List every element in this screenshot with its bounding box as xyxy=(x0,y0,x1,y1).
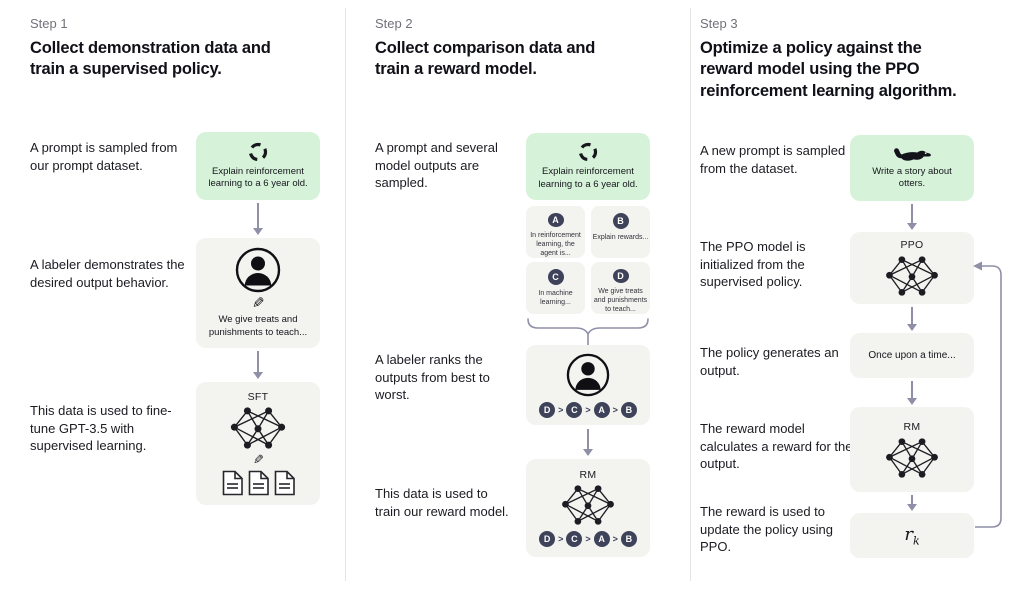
output-box-a: A In reinforcement learning, the agent i… xyxy=(526,206,585,258)
output-text: We give treats and punishments to teach.… xyxy=(593,287,648,313)
labeler-icon xyxy=(235,247,281,293)
ppo-label: PPO xyxy=(900,239,924,251)
step2-label: Step 2 xyxy=(375,16,413,31)
rank-chip: A xyxy=(593,401,610,418)
step3-caption-update: The reward is used to update the policy … xyxy=(700,504,833,555)
step1-prompt-text: Explain reinforcement learning to a 6 ye… xyxy=(208,165,308,189)
step2-caption-ranks: A labeler ranks the outputs from best to… xyxy=(375,352,490,403)
network-icon xyxy=(561,484,615,526)
step3-reward-box: rk xyxy=(850,513,974,558)
sft-label: SFT xyxy=(247,391,269,403)
arrow-down-icon xyxy=(905,204,919,230)
step3-output-text: Once upon a time... xyxy=(868,350,956,361)
document-icon xyxy=(222,470,243,496)
step3-ppo-box: PPO xyxy=(850,232,974,304)
rank-separator: > xyxy=(585,404,591,415)
rank-chip: B xyxy=(620,401,637,418)
network-icon xyxy=(885,255,939,297)
step1-labeler-text: We give treats and punishments to teach.… xyxy=(208,314,308,338)
step2-labeler-box: D > C > A > B xyxy=(526,345,650,425)
arrow-down-icon xyxy=(581,429,595,456)
output-box-c: C In machine learning... xyxy=(526,262,585,314)
rank-chip: B xyxy=(620,531,637,547)
output-text: In machine learning... xyxy=(538,290,573,307)
step2-prompt-text: Explain reinforcement learning to a 6 ye… xyxy=(538,166,638,190)
rank-chip: C xyxy=(566,531,583,547)
arrow-down-icon xyxy=(905,381,919,405)
rank-chip: C xyxy=(566,401,583,418)
output-text: Explain rewards... xyxy=(592,234,649,241)
cycle-icon xyxy=(578,142,598,163)
output-box-b: B Explain rewards... xyxy=(591,206,650,258)
arrow-down-icon xyxy=(905,307,919,331)
step2-title: Collect comparison data and train a rewa… xyxy=(375,39,596,79)
rank-chip: D xyxy=(539,401,556,418)
step2-caption-sampled: A prompt and several model outputs are s… xyxy=(375,140,498,191)
output-letter: A xyxy=(547,213,564,227)
arrow-down-icon xyxy=(905,495,919,511)
column-divider xyxy=(690,8,691,581)
step3-prompt-box: Write a story about otters. xyxy=(850,135,974,201)
pencil-icon: ✎ xyxy=(251,295,265,313)
arrow-down-icon xyxy=(251,203,265,235)
rank-separator: > xyxy=(612,404,618,415)
output-text: In reinforcement learning, the agent is.… xyxy=(530,231,581,257)
document-icon xyxy=(274,470,295,496)
network-icon xyxy=(230,406,286,450)
network-icon xyxy=(885,437,939,478)
rank-separator: > xyxy=(585,534,591,544)
arrow-down-icon xyxy=(251,351,265,379)
step2-prompt-box: Explain reinforcement learning to a 6 ye… xyxy=(526,133,650,200)
step3-caption-reward: The reward model calculates a reward for… xyxy=(700,421,853,472)
step3-caption-generates: The policy generates an output. xyxy=(700,345,839,378)
ranking-chips: D > C > A > B xyxy=(539,401,637,418)
step1-prompt-box: Explain reinforcement learning to a 6 ye… xyxy=(196,132,320,200)
rm-label: RM xyxy=(903,420,921,433)
step3-prompt-text: Write a story about otters. xyxy=(872,165,952,189)
step2-caption-train: This data is used to train our reward mo… xyxy=(375,486,509,519)
step1-caption-prompt: A prompt is sampled from our prompt data… xyxy=(30,140,178,173)
otter-icon xyxy=(894,147,931,161)
rank-chip: D xyxy=(539,531,556,547)
step1-caption-finetune: This data is used to fine-tune GPT-3.5 w… xyxy=(30,403,172,454)
column-divider xyxy=(345,8,346,581)
rm-label: RM xyxy=(579,469,597,481)
step1-title: Collect demonstration data and train a s… xyxy=(30,39,271,79)
rank-separator: > xyxy=(558,534,564,544)
step3-rm-box: RM xyxy=(850,407,974,492)
step3-caption-init: The PPO model is initialized from the su… xyxy=(700,239,806,290)
output-letter: D xyxy=(612,269,629,283)
cycle-icon xyxy=(248,141,268,162)
labeler-icon xyxy=(566,353,610,396)
output-box-d: D We give treats and punishments to teac… xyxy=(591,262,650,314)
reward-value: rk xyxy=(904,523,920,548)
step1-sft-box: SFT ✎ xyxy=(196,382,320,505)
step3-caption-prompt: A new prompt is sampled from the dataset… xyxy=(700,143,846,176)
pencil-icon: ✎ xyxy=(252,452,264,467)
loop-arrow-icon xyxy=(973,261,1002,528)
step3-title: Optimize a policy against the reward mod… xyxy=(700,39,957,100)
documents-icon xyxy=(222,470,295,496)
step1-caption-labeler: A labeler demonstrates the desired outpu… xyxy=(30,257,185,290)
brace-icon xyxy=(527,318,649,346)
rank-chip: A xyxy=(593,531,610,547)
rank-separator: > xyxy=(612,534,618,544)
rank-separator: > xyxy=(558,404,564,415)
step3-label: Step 3 xyxy=(700,16,738,31)
document-icon xyxy=(248,470,269,496)
step3-output-box: Once upon a time... xyxy=(850,333,974,378)
output-letter: C xyxy=(547,269,564,285)
step2-rm-box: RM D > C > A > B xyxy=(526,459,650,557)
step1-label: Step 1 xyxy=(30,16,68,31)
ranking-chips: D > C > A > B xyxy=(539,531,637,547)
output-letter: B xyxy=(612,213,629,229)
step1-labeler-box: ✎ We give treats and punishments to teac… xyxy=(196,238,320,348)
